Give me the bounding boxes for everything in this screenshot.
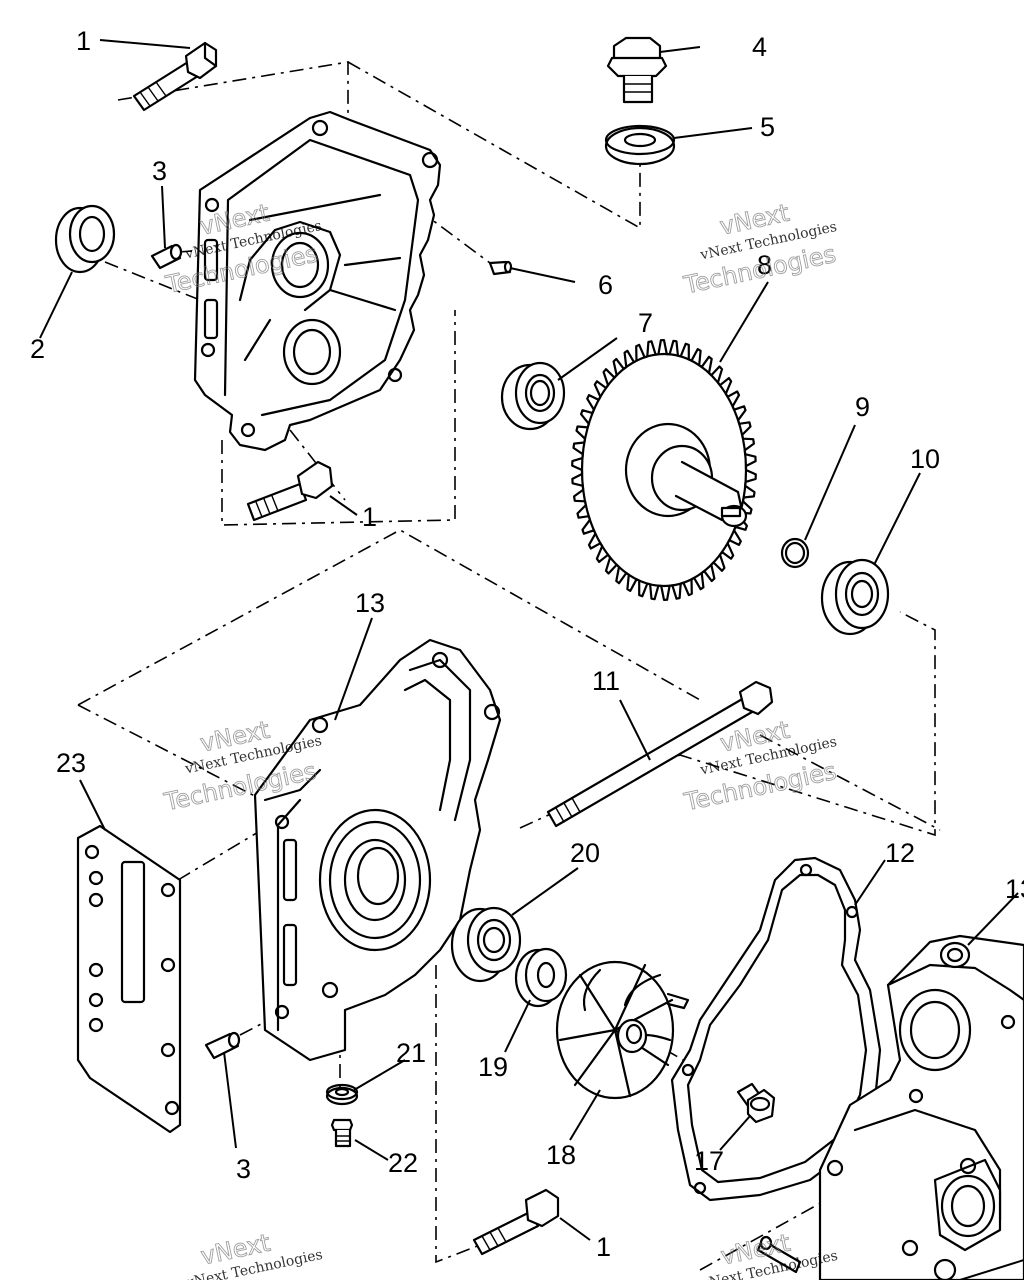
pump-cover-13-right bbox=[818, 934, 1024, 1280]
pump-housing-13-middle bbox=[253, 638, 502, 1062]
washer-5 bbox=[604, 124, 676, 166]
callout-11: 11 bbox=[592, 666, 620, 696]
callout-6: 6 bbox=[598, 270, 613, 300]
callout-18: 18 bbox=[546, 1140, 576, 1170]
callout-7: 7 bbox=[638, 308, 653, 338]
bolt-1-top bbox=[132, 41, 218, 112]
bolt-1-middle bbox=[246, 460, 334, 522]
callout-10: 10 bbox=[910, 444, 940, 474]
oil-seal-2 bbox=[54, 204, 116, 274]
dowel-pin-3-bottom bbox=[204, 1031, 241, 1060]
callout-1-middle: 1 bbox=[362, 502, 377, 532]
callout-5: 5 bbox=[760, 112, 775, 142]
callout-20: 20 bbox=[570, 838, 600, 868]
callout-13-right: 13 bbox=[1005, 874, 1024, 904]
watermark-middle-right: vNext vNext Technologies Technologies bbox=[681, 715, 840, 817]
bearing-10 bbox=[820, 558, 890, 636]
watermark-bottom-left: vNext vNext Technologies bbox=[184, 1228, 324, 1280]
upper-housing-cover bbox=[193, 110, 442, 452]
gear-shaft-8 bbox=[571, 339, 757, 601]
screw-22 bbox=[330, 1118, 354, 1148]
callout-9: 9 bbox=[855, 392, 870, 422]
plug-bolt-4 bbox=[606, 36, 668, 104]
callout-23: 23 bbox=[56, 748, 86, 778]
callout-19: 19 bbox=[478, 1052, 508, 1082]
callout-4: 4 bbox=[752, 32, 767, 62]
watermark-upper-right: vNext vNext Technologies Technologies bbox=[680, 198, 839, 300]
washer-19 bbox=[514, 947, 568, 1008]
gasket-23 bbox=[76, 824, 182, 1134]
bearing-7 bbox=[500, 361, 566, 431]
gasket-12 bbox=[670, 856, 882, 1202]
callout-2: 2 bbox=[30, 334, 45, 364]
impeller-18 bbox=[555, 960, 690, 1100]
watermark-upper-left: vNext vNext Technologies Technologies bbox=[162, 198, 323, 299]
watermark-bottom-right: vNext vNext Technologies bbox=[699, 1228, 839, 1280]
long-bolt-11 bbox=[546, 680, 774, 828]
bearing-20 bbox=[450, 906, 522, 983]
callout-3: 3 bbox=[152, 156, 167, 186]
callout-1-bottom: 1 bbox=[596, 1232, 611, 1262]
callout-12: 12 bbox=[885, 838, 915, 868]
dowel-pin-6 bbox=[488, 260, 513, 276]
callout-13-middle: 13 bbox=[355, 588, 385, 618]
callout-22: 22 bbox=[388, 1148, 418, 1178]
bolt-bottom-right bbox=[756, 1235, 802, 1274]
o-ring-9 bbox=[780, 537, 810, 569]
dowel-pin-3-top bbox=[150, 243, 183, 270]
leader-lines bbox=[39, 39, 1024, 1280]
callout-21: 21 bbox=[396, 1038, 426, 1068]
callout-labels: 1 2 3 4 5 6 7 8 1 9 10 13 11 23 12 13 20… bbox=[30, 26, 1024, 1262]
callout-3-bottom: 3 bbox=[236, 1154, 251, 1184]
callout-8: 8 bbox=[757, 250, 772, 280]
callout-17: 17 bbox=[694, 1146, 724, 1176]
bolt-17 bbox=[736, 1082, 776, 1124]
callout-1: 1 bbox=[76, 26, 91, 56]
bolt-1-bottom bbox=[472, 1188, 560, 1256]
washer-21 bbox=[325, 1083, 359, 1106]
